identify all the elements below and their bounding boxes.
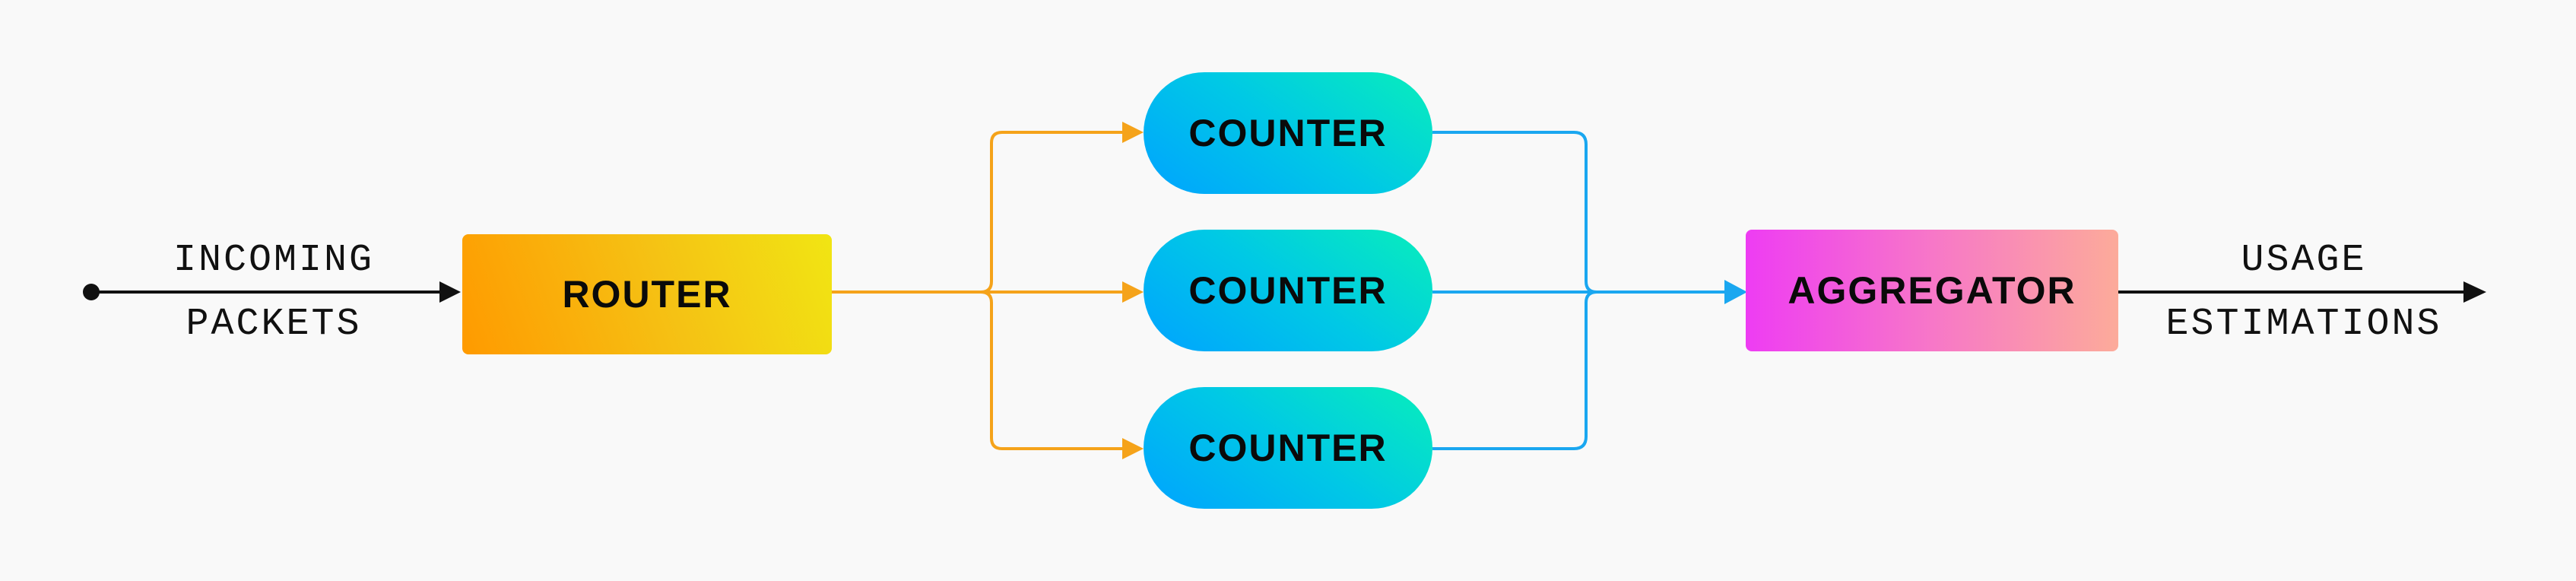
input-label-line-1: INCOMING [173, 239, 375, 282]
counter-node-1: COUNTER [1144, 72, 1432, 194]
counter-2-arrow-head [1122, 281, 1144, 303]
counter-1-arrow-head [1122, 122, 1144, 143]
counter-3-to-aggregator-edge [1432, 290, 1597, 450]
input-arrow-head [439, 281, 461, 303]
counter-3-arrow-head [1122, 438, 1144, 459]
counter-node-3: COUNTER [1144, 387, 1432, 509]
aggregator-node: AGGREGATOR [1746, 230, 2118, 351]
counter-label: COUNTER [1188, 427, 1388, 469]
aggregator-label: AGGREGATOR [1788, 269, 2076, 312]
aggregator-arrow-head [1724, 280, 1747, 304]
output-label-line-2: ESTIMATIONS [2165, 303, 2442, 346]
input-label-line-2: PACKETS [186, 303, 362, 346]
output-arrow-head [2463, 281, 2486, 303]
router-to-counter-3-edge [980, 290, 1122, 450]
router-node: ROUTER [462, 234, 832, 354]
router-to-counter-1-edge [980, 131, 1122, 294]
counter-1-to-aggregator-edge [1432, 131, 1597, 294]
counter-node-2: COUNTER [1144, 230, 1432, 351]
counter-label: COUNTER [1188, 112, 1388, 154]
counter-label: COUNTER [1188, 269, 1388, 312]
router-label: ROUTER [562, 273, 732, 316]
output-label-line-1: USAGE [2241, 239, 2367, 282]
